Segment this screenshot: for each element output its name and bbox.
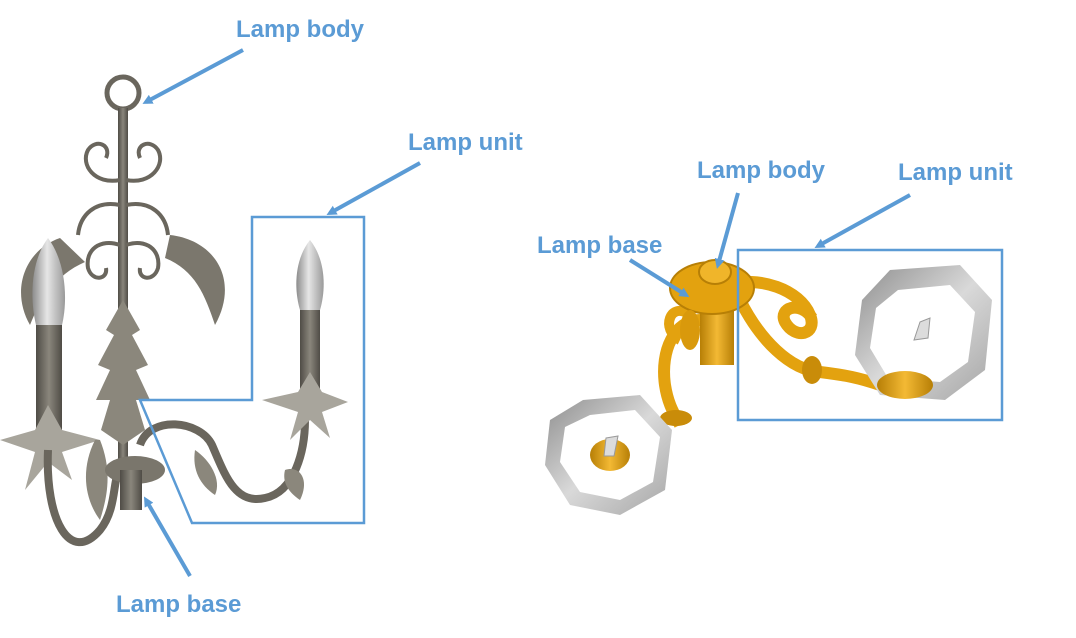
right-arrow-lamp-base: [628, 258, 690, 298]
right-arrow-lamp-unit: [814, 193, 911, 248]
right-arm: [136, 419, 309, 503]
right-chandelier: [545, 248, 1004, 515]
lower-arm-curl: [664, 305, 693, 345]
lower-arm-ring: [660, 410, 692, 426]
left-arrow-lamp-unit: [326, 161, 421, 215]
right-curl-leaf: [165, 235, 225, 325]
decorative-scrolls: [76, 141, 170, 280]
lamp-unit-outline-left: [138, 215, 366, 525]
hanging-ring: [104, 74, 142, 112]
left-lamp-base-body: [120, 470, 142, 510]
arm-leaf-b: [284, 469, 305, 500]
right-drip-cup: [262, 372, 348, 440]
right-arm-ring: [802, 356, 822, 384]
upper-bulb-cup: [877, 371, 933, 399]
center-body-cap: [698, 259, 732, 285]
left-label-lamp-unit: Lamp unit: [408, 129, 523, 156]
right-candle-sleeve: [300, 310, 320, 400]
lamp-unit-outline-right: [736, 248, 1004, 422]
left-label-lamp-base: Lamp base: [116, 591, 241, 618]
right-arm-gold: [723, 275, 818, 340]
center-side-knob: [680, 310, 700, 350]
left-lower-leaf: [85, 440, 108, 520]
center-leaf: [96, 300, 150, 445]
right-arrow-lamp-body: [714, 192, 740, 269]
right-label-lamp-unit: Lamp unit: [898, 159, 1013, 186]
left-bulb: [32, 238, 66, 325]
upper-bulb: [913, 317, 931, 341]
right-label-lamp-base: Lamp base: [537, 232, 662, 259]
right-label-lamp-body: Lamp body: [697, 157, 826, 184]
left-chandelier: [0, 74, 366, 547]
left-label-lamp-body: Lamp body: [236, 16, 365, 43]
left-drip-cup: [0, 405, 100, 490]
arm-leaf-a: [194, 450, 218, 495]
right-bulb: [296, 240, 324, 310]
central-stem: [118, 108, 128, 468]
left-arrow-lamp-base: [143, 496, 192, 578]
lower-bulb: [603, 435, 619, 457]
left-arrow-lamp-body: [142, 48, 244, 104]
